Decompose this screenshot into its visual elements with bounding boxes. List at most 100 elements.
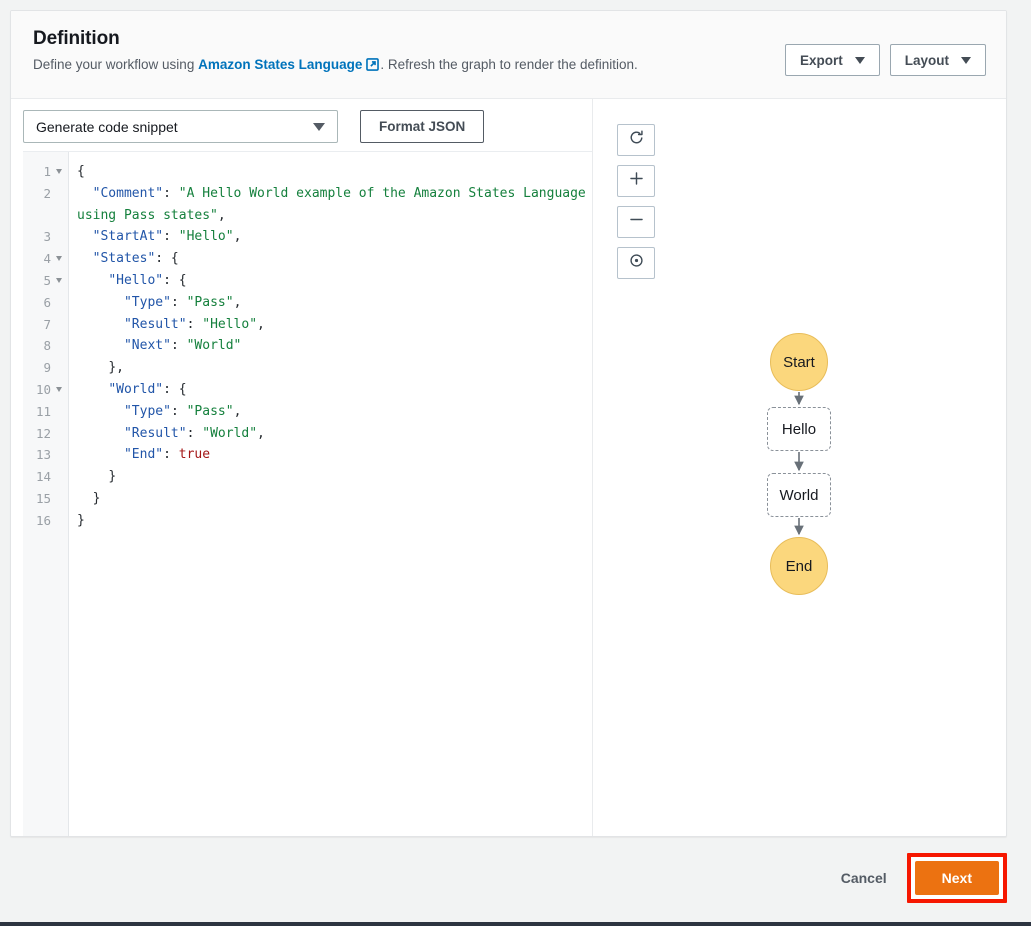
wizard-footer: Cancel Next	[0, 837, 1031, 919]
bottom-bar	[0, 922, 1031, 926]
fold-toggle-icon[interactable]	[56, 169, 62, 174]
line-number: 13	[35, 447, 51, 463]
code-token: "StartAt"	[92, 229, 164, 245]
code-line: }	[77, 488, 592, 510]
line-number: 5	[23, 270, 68, 292]
code-token: "Pass"	[186, 403, 234, 419]
editor-toolbar: Generate code snippet Format JSON	[11, 99, 592, 155]
line-number: 12	[35, 425, 51, 441]
code-token	[77, 295, 124, 310]
code-token: "Hello"	[178, 229, 234, 245]
code-token: }	[77, 469, 117, 485]
zoom-out-button[interactable]	[617, 206, 655, 238]
cancel-button[interactable]: Cancel	[825, 862, 903, 894]
code-line: "Hello": {	[77, 270, 592, 292]
code-token	[77, 404, 124, 419]
center-graph-icon	[628, 252, 645, 274]
editor-code-area[interactable]: { "Comment": "A Hello World example of t…	[69, 152, 592, 836]
graph-node-hello[interactable]: Hello	[767, 407, 831, 451]
fold-toggle-icon[interactable]	[56, 256, 62, 262]
graph-edges	[794, 392, 804, 536]
graph-toolbar	[617, 124, 655, 279]
fold-toggle-icon[interactable]	[56, 277, 62, 283]
graph-node-label: End	[785, 557, 813, 575]
next-button[interactable]: Next	[914, 861, 999, 895]
code-token: "Result"	[123, 425, 187, 441]
code-token: :	[170, 294, 187, 310]
code-token	[77, 229, 93, 244]
code-token: "World"	[202, 425, 258, 441]
code-token: "A Hello World example of the Amazon Sta…	[77, 185, 586, 223]
line-number: 15	[35, 490, 51, 506]
line-number: 1	[23, 161, 68, 183]
code-line: "World": {	[77, 379, 592, 401]
code-token: ,	[257, 316, 265, 332]
code-token: "Next"	[123, 338, 171, 354]
code-token: },	[77, 360, 124, 376]
code-token	[77, 426, 124, 441]
code-token: }	[77, 490, 101, 506]
line-number: 6	[43, 294, 51, 310]
code-line: "Next": "World"	[77, 335, 592, 357]
code-token: :	[170, 403, 187, 419]
code-token: }	[77, 512, 85, 528]
code-token	[77, 273, 108, 288]
amazon-states-language-link[interactable]: Amazon States Language	[198, 57, 363, 72]
zoom-in-button[interactable]	[617, 165, 655, 197]
definition-card: Definition Define your workflow using Am…	[10, 10, 1007, 837]
subtitle-text-after: . Refresh the graph to render the defini…	[380, 57, 638, 72]
graph-node-label: Hello	[781, 420, 817, 438]
code-token: true	[178, 447, 211, 463]
code-token: "Hello"	[202, 316, 258, 332]
code-line: "Result": "Hello",	[77, 314, 592, 336]
fold-toggle-icon[interactable]	[56, 386, 62, 392]
graph-node-world[interactable]: World	[767, 473, 831, 517]
code-token: "World"	[108, 381, 164, 397]
code-line: }	[77, 510, 592, 532]
zoom-in-icon	[628, 170, 645, 192]
code-token: "Hello"	[108, 272, 164, 288]
code-token: :	[170, 338, 187, 354]
code-token: ,	[217, 207, 226, 223]
code-token: :	[186, 316, 203, 332]
line-number: 16	[35, 512, 51, 528]
export-button[interactable]: Export	[784, 44, 880, 76]
code-token	[77, 382, 108, 397]
code-line: "StartAt": "Hello",	[77, 226, 592, 248]
code-token: "World"	[186, 338, 242, 354]
layout-button-label: Layout	[904, 52, 949, 68]
code-token: "Result"	[123, 316, 187, 332]
code-token: ,	[257, 425, 265, 441]
code-token	[77, 447, 124, 462]
card-header: Definition Define your workflow using Am…	[11, 11, 1006, 99]
line-number: 8	[43, 338, 51, 354]
page-title: Definition	[33, 28, 120, 49]
code-token	[77, 251, 93, 266]
subtitle-text-before: Define your workflow using	[33, 57, 199, 72]
code-line: }	[77, 466, 592, 488]
refresh-graph-button[interactable]	[617, 124, 655, 156]
graph-node-start[interactable]: Start	[770, 333, 828, 391]
layout-button[interactable]: Layout	[889, 44, 986, 76]
code-line: },	[77, 357, 592, 379]
chevron-down-icon	[313, 122, 325, 131]
code-token: ,	[233, 294, 242, 310]
center-graph-button[interactable]	[617, 247, 655, 279]
graph-node-label: Start	[783, 353, 815, 371]
code-token: :	[186, 425, 203, 441]
code-token: :	[163, 447, 179, 463]
format-json-button[interactable]: Format JSON	[360, 110, 485, 143]
code-token: : {	[155, 251, 179, 267]
graph-node-end[interactable]: End	[770, 537, 828, 595]
line-number: 9	[43, 360, 51, 376]
code-line: "States": {	[77, 248, 592, 270]
chevron-down-icon	[854, 56, 865, 64]
code-token: :	[163, 185, 179, 201]
line-number: 3	[43, 229, 51, 245]
page-subtitle: Define your workflow using Amazon States…	[33, 55, 986, 76]
generate-code-snippet-select[interactable]: Generate code snippet	[23, 110, 338, 143]
line-number: 4	[23, 248, 68, 270]
